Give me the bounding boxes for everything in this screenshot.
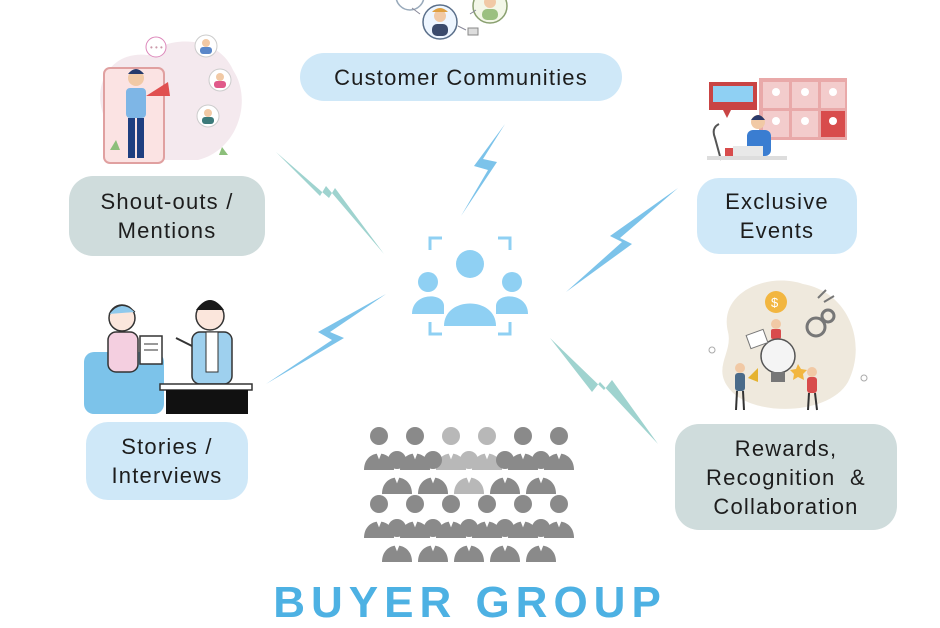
rewards-illustration: $ — [708, 272, 868, 417]
crowd-person-icon — [400, 495, 430, 538]
shoutouts-label: Shout-outs / Mentions — [69, 176, 265, 256]
community-illustration — [380, 0, 540, 48]
svg-text:• • •: • • • — [150, 43, 163, 52]
rewards-line-2: Recognition & — [706, 464, 866, 490]
exclusive-events-label: Exclusive Events — [697, 178, 857, 254]
crowd-person-icon — [436, 427, 466, 470]
crowd-person-icon — [490, 451, 520, 494]
crowd-person-icon — [436, 495, 466, 538]
customer-communities-text: Customer Communities — [334, 64, 588, 90]
rewards-line-1: Rewards, — [734, 435, 838, 461]
stories-line-2: Interviews — [111, 463, 223, 488]
crowd-person-icon — [526, 451, 556, 494]
crowd-person-icon — [364, 427, 394, 470]
bolt-lower-right — [550, 338, 658, 444]
bolt-upper-left — [276, 152, 384, 254]
crowd-person-icon — [418, 451, 448, 494]
stories-label: Stories / Interviews — [86, 422, 248, 500]
customer-communities-label: Customer Communities — [300, 53, 622, 101]
crowd-person-icon — [418, 519, 448, 562]
bolt-upper-right — [566, 188, 678, 292]
buyer-group-title: BUYER GROUP — [273, 578, 667, 627]
shoutout-illustration: • • • — [88, 30, 248, 165]
bolt-top — [461, 124, 505, 216]
shoutouts-line-1: Shout-outs / — [100, 189, 234, 214]
crowd-person-icon — [364, 495, 394, 538]
rewards-label: Rewards, Recognition & Collaboration — [675, 424, 897, 530]
crowd-person-icon — [490, 519, 520, 562]
team-focus-icon — [410, 234, 530, 338]
crowd-person-icon — [454, 451, 484, 494]
svg-text:$: $ — [771, 295, 779, 310]
crowd-person-icon — [400, 427, 430, 470]
crowd-person-icon — [508, 427, 538, 470]
shoutouts-line-2: Mentions — [117, 218, 217, 243]
exclusive-events-line-2: Events — [739, 218, 815, 243]
crowd-person-icon — [544, 495, 574, 538]
crowd-person-icon — [472, 495, 502, 538]
buyer-group-crowd — [364, 427, 574, 562]
crowd-person-icon — [508, 495, 538, 538]
crowd-person-icon — [382, 451, 412, 494]
crowd-person-icon — [472, 427, 502, 470]
stories-line-1: Stories / — [121, 434, 213, 459]
crowd-person-icon — [544, 427, 574, 470]
crowd-person-icon — [526, 519, 556, 562]
bolt-lower-left — [266, 294, 386, 384]
crowd-person-icon — [382, 519, 412, 562]
interview-illustration — [82, 296, 254, 414]
rewards-line-3: Collaboration — [713, 493, 859, 519]
events-illustration — [705, 78, 850, 168]
crowd-person-icon — [454, 519, 484, 562]
exclusive-events-line-1: Exclusive — [725, 189, 829, 214]
connector-bolts — [266, 124, 678, 444]
